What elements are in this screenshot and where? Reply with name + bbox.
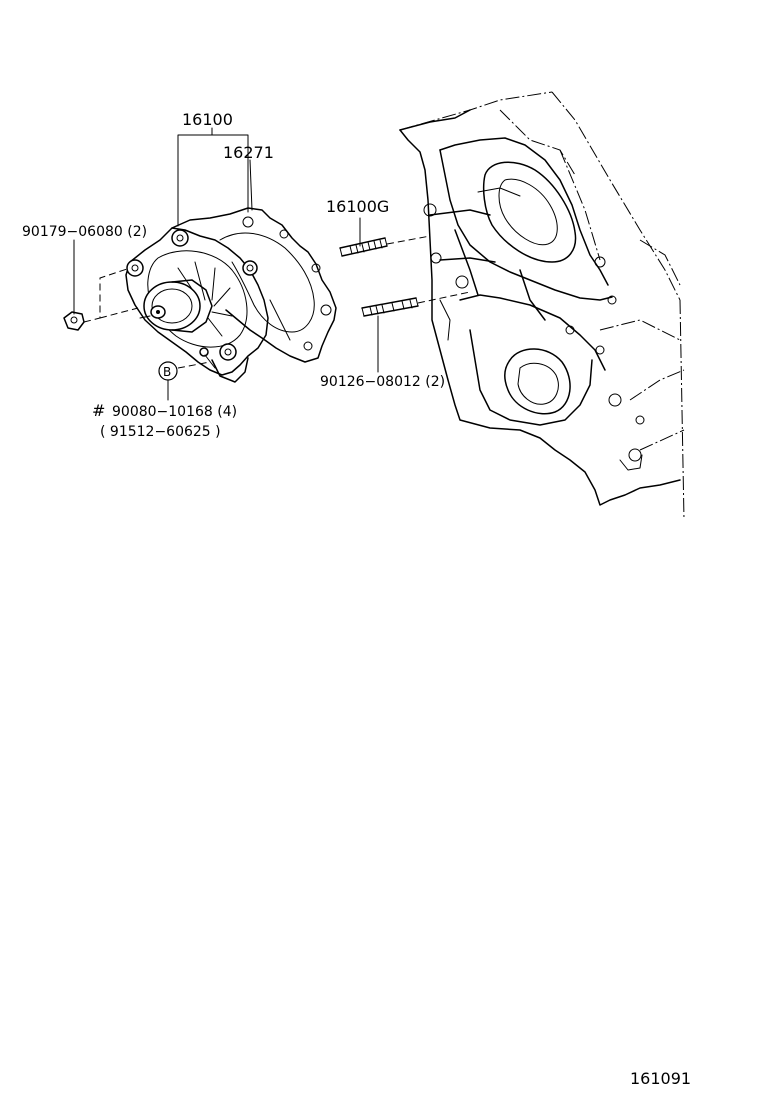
bolt-marker-letter: B <box>163 365 171 379</box>
bolt-label: 90080−10168 (4) <box>112 404 237 420</box>
water-pump <box>125 227 269 383</box>
water-pump-label: 16100 <box>182 110 233 129</box>
assembly-lines <box>83 235 471 369</box>
stud-long <box>361 297 419 317</box>
nut-label: 90179−06080 (2) <box>22 224 147 240</box>
bolt-marker: B <box>158 361 178 381</box>
leader-lines <box>73 127 379 401</box>
engine-block <box>399 91 685 521</box>
gasket <box>171 207 337 363</box>
stud-short <box>339 237 388 257</box>
stud-label: 90126−08012 (2) <box>320 374 445 390</box>
nut <box>63 311 85 331</box>
bolt-alt-label: ( 91512−60625 ) <box>100 424 221 440</box>
gasket-label: 16271 <box>223 143 274 162</box>
diagram-ref-number: 161091 <box>630 1069 691 1088</box>
stud-kit-label: 16100G <box>326 197 389 216</box>
bolt-prefix-mark: # <box>92 401 105 420</box>
